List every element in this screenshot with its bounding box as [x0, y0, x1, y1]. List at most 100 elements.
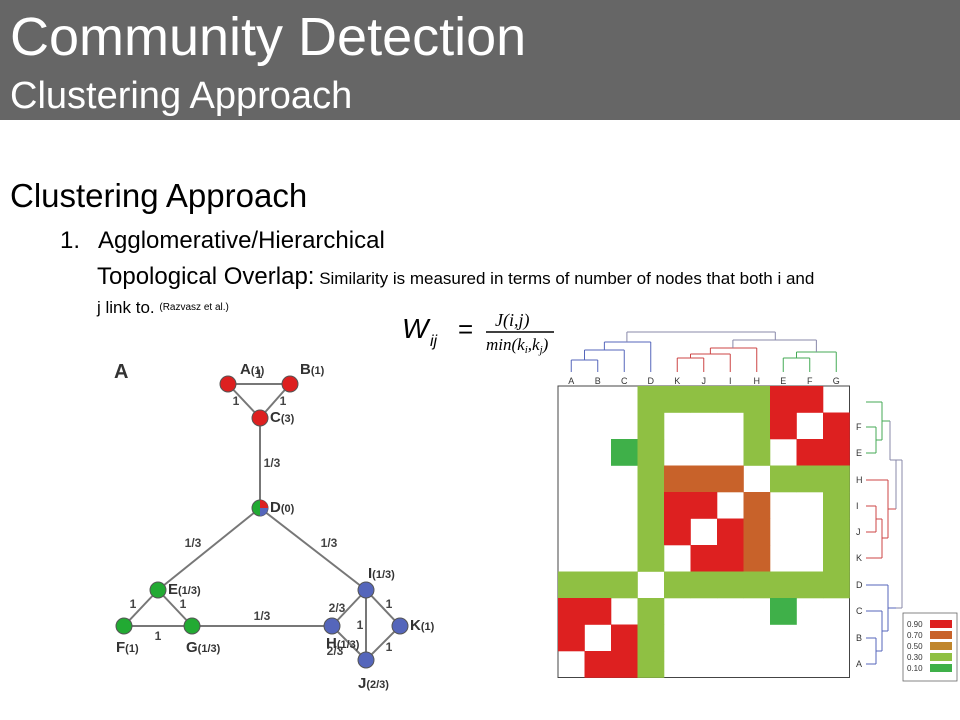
graph-edge-D-E	[157, 507, 261, 591]
heatmap-cell-H-F	[796, 465, 824, 493]
graph-node-E	[149, 581, 167, 599]
heatmap-row-label-C: C	[856, 606, 863, 616]
formula-equals: =	[458, 314, 473, 344]
heatmap-cell-A-B	[584, 651, 612, 678]
legend-label-3: 0.30	[907, 653, 923, 662]
heatmap-column-label-A: A	[568, 376, 574, 386]
slide-subtitle: Clustering Approach	[10, 75, 353, 117]
heatmap-cell-K-D	[637, 545, 665, 572]
heatmap-cell-I-H	[743, 492, 771, 519]
heatmap-column-label-C: C	[621, 376, 628, 386]
graph-node-K	[391, 617, 409, 635]
graph-node-label-I: I(1/3)	[368, 565, 395, 582]
heatmap-cell-F-H	[743, 412, 771, 440]
edge-weight-label-G-H: 1/3	[254, 609, 271, 623]
heatmap-cell-E-G	[823, 439, 850, 466]
heatmap-cell-H-D	[637, 465, 665, 493]
heatmap-cell-D-I	[717, 571, 744, 599]
heatmap-cell-H-J	[690, 465, 718, 493]
title-bar: Community Detection Clustering Approach	[0, 0, 960, 120]
edge-weight-label-H-J: 2/3	[327, 644, 344, 658]
heatmap-cell-G-K	[664, 386, 691, 413]
heatmap-cell-H-K	[664, 465, 691, 493]
edge-weight-label-F-G: 1	[155, 629, 162, 643]
heatmap-cell-C-B	[584, 598, 612, 625]
heatmap-row-label-F: F	[856, 422, 862, 432]
heatmap-cell-K-H	[743, 545, 771, 572]
list-item-text: Agglomerative/Hierarchical	[98, 227, 385, 254]
legend-swatch-0	[930, 620, 952, 628]
formula-denominator: min(ki,kj)	[486, 335, 549, 356]
graph-edge-D-I	[259, 507, 367, 591]
section-heading: Clustering Approach	[10, 177, 308, 214]
graph-node-label-H: H(1/3)	[326, 635, 360, 652]
legend-label-2: 0.50	[907, 642, 923, 651]
legend-label-4: 0.10	[907, 664, 923, 673]
graph-node-A	[219, 375, 237, 393]
graph-node-label-J: J(2/3)	[358, 675, 389, 692]
heatmap-cell-C-A	[558, 598, 585, 625]
heatmap-row-label-D: D	[856, 580, 863, 590]
graph-node-G	[183, 617, 201, 635]
edge-weight-label-A-B: 1	[256, 367, 263, 381]
legend-label-0: 0.90	[907, 620, 923, 629]
heatmap-cell-K-G	[823, 545, 850, 572]
heatmap-cell-I-K	[664, 492, 691, 519]
heatmap-column-label-I: I	[729, 376, 732, 386]
graph-node-H	[323, 617, 341, 635]
graph-node-label-F: F(1)	[116, 639, 139, 656]
heatmap-cell-J-I	[717, 518, 744, 546]
heatmap-cell-J-K	[664, 518, 691, 546]
graph-node-D-red-segment	[260, 500, 268, 508]
panel-label-a: A	[114, 361, 128, 383]
heatmap-cell-K-I	[717, 545, 744, 572]
heatmap-cell-D-B	[584, 571, 612, 599]
heatmap-cell-D-F	[796, 571, 824, 599]
legend-label-1: 0.70	[907, 631, 923, 640]
heatmap-row-label-J: J	[856, 527, 861, 537]
heatmap-cell-H-G	[823, 465, 850, 493]
heatmap-cell-D-G	[823, 571, 850, 599]
graph-node-F	[115, 617, 133, 635]
heatmap-cell-I-J	[690, 492, 718, 519]
edge-weight-label-E-F: 1	[130, 597, 137, 611]
heatmap-cell-J-G	[823, 518, 850, 546]
graph-node-I	[357, 581, 375, 599]
heatmap-cell-B-D	[637, 624, 665, 652]
heatmap-cell-J-H	[743, 518, 771, 546]
edge-weight-label-B-C: 1	[280, 394, 287, 408]
heatmap-cell-G-J	[690, 386, 718, 413]
graph-node-C	[251, 409, 269, 427]
heatmap-cell-F-D	[637, 412, 665, 440]
heatmap-column-label-E: E	[780, 376, 786, 386]
heatmap-cell-G-F	[796, 386, 824, 413]
heatmap-cell-A-C	[611, 651, 638, 678]
heatmap-cell-I-D	[637, 492, 665, 519]
heatmap-cell-D-H	[743, 571, 771, 599]
heatmap-column-label-H: H	[754, 376, 761, 386]
legend-swatch-2	[930, 642, 952, 650]
edge-weight-label-I-J: 1	[357, 618, 364, 632]
heatmap-cell-E-H	[743, 439, 771, 466]
graph-node-label-B: B(1)	[300, 361, 325, 378]
formula-numerator: J(i,j)	[495, 310, 529, 331]
formula-lhs: W	[402, 313, 431, 344]
heatmap-cell-A-D	[637, 651, 665, 678]
heatmap-cell-D-K	[664, 571, 691, 599]
legend-swatch-4	[930, 664, 952, 672]
legend-swatch-3	[930, 653, 952, 661]
heatmap-column-label-D: D	[648, 376, 655, 386]
slide-title: Community Detection	[10, 7, 527, 67]
graph-node-label-C: C(3)	[270, 409, 295, 426]
description-line-2: j link to. (Razvasz et al.)	[97, 296, 229, 320]
heatmap-frame	[557, 385, 850, 678]
description-text: Similarity is measured in terms of numbe…	[319, 269, 815, 288]
heatmap-cell-K-J	[690, 545, 718, 572]
graph-node-B	[281, 375, 299, 393]
graph-node-D-blue-segment	[260, 508, 268, 516]
heatmap-cell-E-C	[611, 439, 638, 466]
heatmap-cell-F-G	[823, 412, 850, 440]
graph-node-label-A: A(1)	[240, 361, 265, 378]
